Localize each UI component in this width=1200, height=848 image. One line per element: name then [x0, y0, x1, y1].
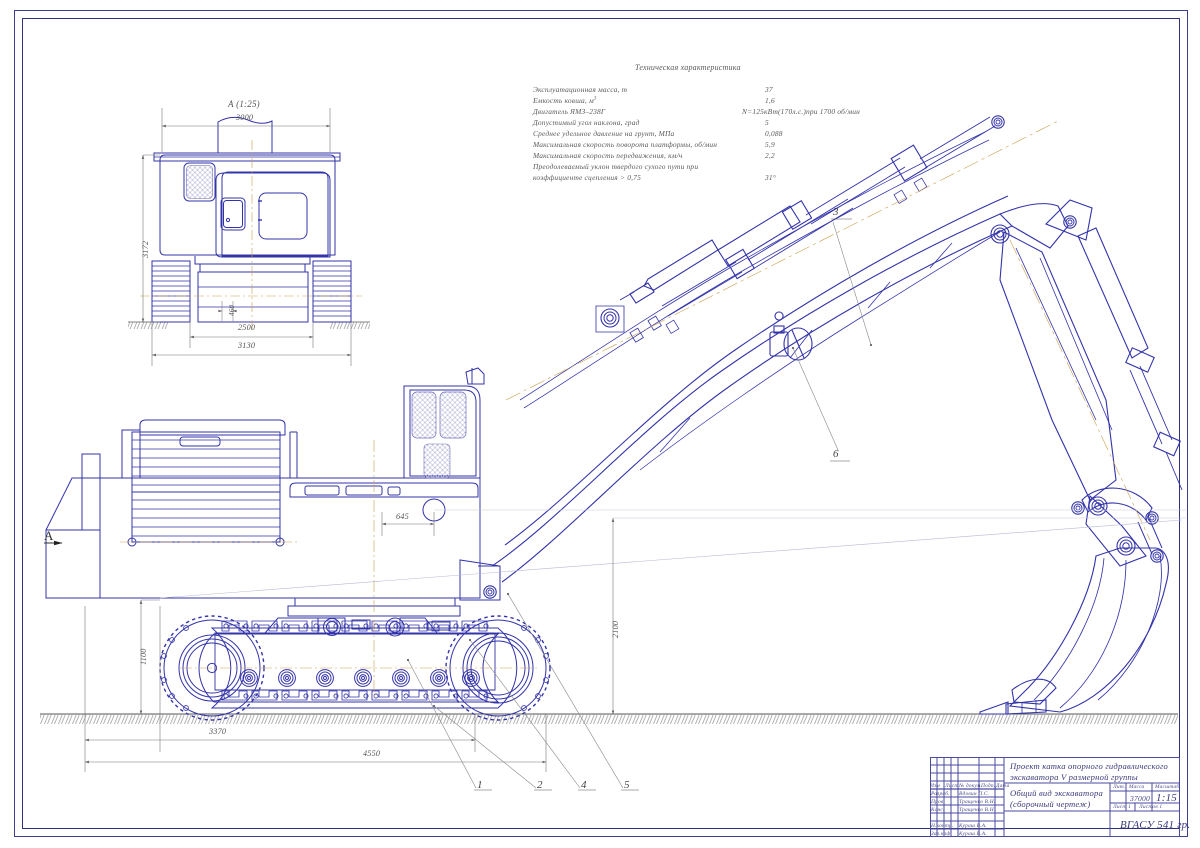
- spec-label-8: коэффициенте сцепления > 0,75: [533, 173, 641, 182]
- spec-value-5: 5,9: [765, 140, 775, 149]
- tb-role-4: Зав.каф.: [931, 831, 952, 837]
- tb-name-2: Тращенко В.Н.: [959, 807, 996, 813]
- drawing-frame-outer: [14, 10, 1188, 837]
- dim-side-4550: 4550: [363, 749, 381, 758]
- tb-scale-header: Масштаб: [1155, 784, 1180, 790]
- tb-header-sign: Подп.: [981, 783, 996, 789]
- title-block-grid: [930, 757, 1180, 837]
- callout-2: 2: [537, 779, 543, 791]
- section-letter-a: А: [44, 528, 54, 543]
- spec-value-2: N=125кВт(170л.с.)при 1700 об/мин: [742, 107, 861, 116]
- dim-side-645: 645: [396, 512, 409, 521]
- spec-value-1: 1,6: [765, 96, 775, 105]
- callout-5: 5: [624, 779, 630, 791]
- dim-side-1100: 1100: [139, 648, 148, 665]
- dim-side-2100: 2100: [611, 620, 620, 638]
- tb-scale-value: 1:15: [1156, 792, 1177, 804]
- spec-label-7: Преодолеваемый уклон твердого сухого пут…: [533, 162, 699, 171]
- drawing-frame-inner: [22, 18, 1180, 829]
- dim-front-460: 460: [228, 304, 236, 316]
- tb-role-3: Н.контр.: [931, 823, 954, 829]
- tb-project-title-line2: экскаватора V размерной группы: [1010, 772, 1138, 782]
- spec-label-5: Максимальная скорость поворота платформы…: [533, 140, 718, 149]
- callout-3: 3: [833, 206, 839, 218]
- title-block: Изм Лист № докум. Подп. Дата Разраб. Вдо…: [930, 757, 1190, 837]
- tb-role-1: Пров.: [931, 799, 945, 805]
- callout-6: 6: [833, 448, 839, 460]
- tb-drawing-name-line1: Общий вид экскаватора: [1010, 788, 1103, 798]
- dim-front-3130: 3130: [238, 341, 256, 350]
- spec-label-6: Максимальная скорость передвижения, км/ч: [533, 151, 683, 160]
- tb-role-0: Разраб.: [931, 791, 950, 797]
- spec-value-6: 2,2: [765, 151, 775, 160]
- spec-heading: Техническая характеристика: [635, 63, 741, 72]
- tb-role-2: Конс.: [931, 807, 945, 813]
- spec-label-3: Допустимый угол наклона, град: [533, 118, 640, 127]
- spec-label-2: Двигатель ЯМЗ–238Г: [533, 107, 606, 116]
- tb-drawing-name-line2: (сборочный чертеж): [1010, 799, 1091, 809]
- dim-front-2500: 2500: [238, 323, 256, 332]
- tb-header-changes: Изм: [930, 783, 940, 789]
- tb-header-sheets: Лист: [945, 783, 959, 789]
- tb-name-0: Вдовин П.С.: [959, 791, 990, 797]
- tb-name-4: Кураш В.А.: [959, 831, 987, 837]
- callout-1: 1: [477, 779, 483, 791]
- spec-value-8: 31°: [765, 173, 776, 182]
- tb-mass-value: 37000: [1130, 794, 1150, 803]
- dim-side-3370: 3370: [209, 727, 227, 736]
- tb-lit-header: Лит.: [1113, 784, 1126, 790]
- dim-front-3000: 3000: [236, 113, 254, 122]
- tb-header-docno: № докум.: [959, 783, 983, 789]
- spec-value-3: 5: [765, 118, 769, 127]
- tb-sheets-label: Листов 1: [1139, 804, 1163, 810]
- spec-label-4: Среднее удельное давление на грунт, МПа: [533, 129, 675, 138]
- spec-label-1: Емкость ковша, м3: [533, 96, 597, 105]
- tb-name-3: Кураш В.А.: [959, 823, 987, 829]
- spec-value-0: 37: [765, 85, 773, 94]
- front-view-label: А (1:25): [228, 99, 260, 109]
- tb-project-title-line1: Проект катка опорного гидравлического: [1010, 761, 1168, 771]
- callout-4: 4: [581, 779, 587, 791]
- spec-value-4: 0,088: [765, 129, 783, 138]
- dim-front-3172: 3172: [141, 240, 150, 258]
- tb-sheet-label: Лист 1: [1113, 804, 1131, 810]
- spec-label-0: Эксплуатационная масса, т: [533, 85, 628, 94]
- tb-name-1: Тращенко В.Н.: [959, 799, 996, 805]
- tb-header-date: Дата: [996, 783, 1010, 789]
- tb-organization: ВГАСУ 541 гр.: [1120, 819, 1191, 831]
- tb-mass-header: Масса: [1129, 784, 1145, 790]
